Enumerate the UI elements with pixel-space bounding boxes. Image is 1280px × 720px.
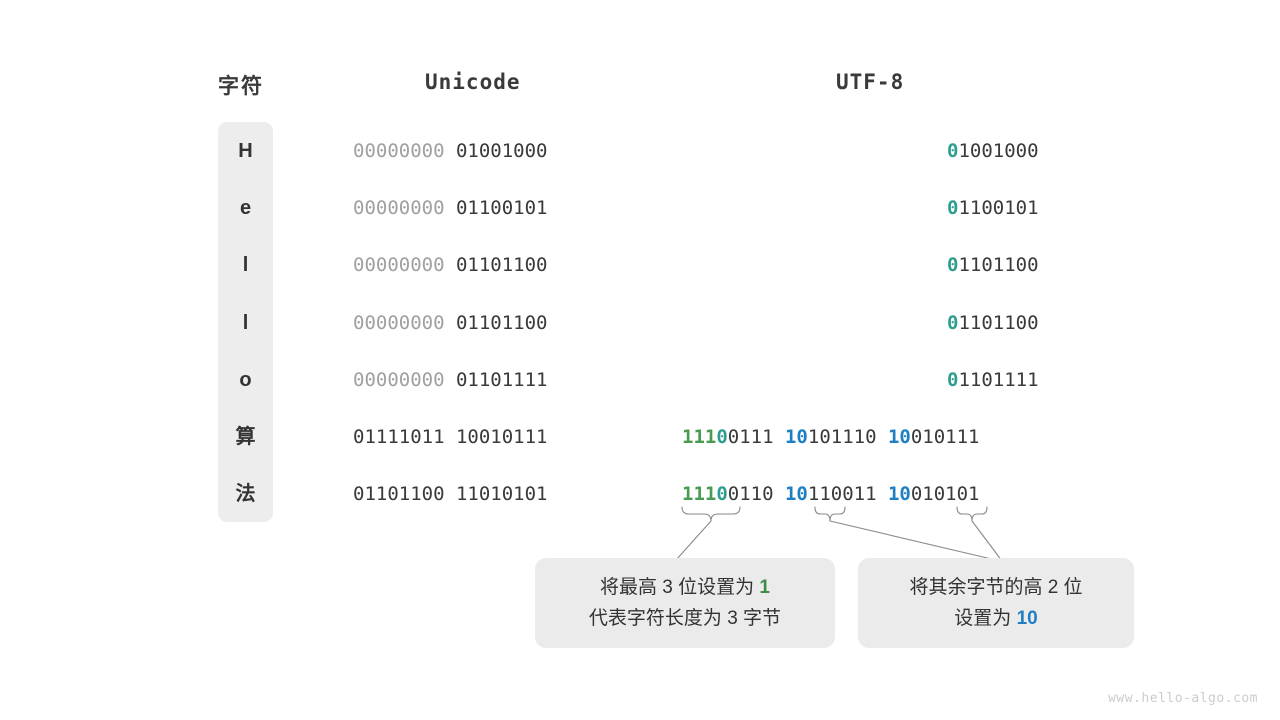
callout-text-plain: 将最高 3 位设置为 xyxy=(600,577,760,598)
unicode-value: 00000000 01101111 xyxy=(353,368,547,392)
utf8-value: 11100110 10110011 10010101 xyxy=(682,482,979,506)
utf8-bit-group-dark: 1101111 xyxy=(958,368,1039,391)
callout-text-plain: 设置为 xyxy=(954,608,1017,629)
unicode-value: 00000000 01101100 xyxy=(353,253,547,277)
utf8-bit-group-teal: 0 xyxy=(947,140,959,162)
unicode-value: 00000000 01100101 xyxy=(353,196,547,220)
callout-text-blue: 10 xyxy=(1016,608,1038,629)
callout-line: 设置为 10 xyxy=(954,603,1037,634)
brace-cont-byte-2 xyxy=(956,506,988,522)
utf8-bit-group-teal: 0 xyxy=(716,426,728,448)
callout-text-plain: 将其余字节的高 2 位 xyxy=(909,577,1083,598)
callout-text-plain: 代表字符长度为 3 字节 xyxy=(588,608,782,629)
column-header-char: 字符 xyxy=(218,74,264,98)
unicode-padding-bits: 00000000 xyxy=(353,197,456,220)
utf8-value: 01100101 xyxy=(947,196,1039,220)
callout-line: 将其余字节的高 2 位 xyxy=(909,572,1082,603)
utf8-bit-group-blue: 10 xyxy=(784,426,808,448)
utf8-bit-group-dark: 0110 xyxy=(727,483,785,506)
callout-lead-byte: 将最高 3 位设置为 1 代表字符长度为 3 字节 xyxy=(535,558,835,648)
unicode-value: 00000000 01101100 xyxy=(353,311,547,335)
char-cell: 算 xyxy=(235,426,256,448)
char-cell: 法 xyxy=(235,483,256,506)
column-header-unicode: Unicode xyxy=(425,70,521,94)
utf8-value: 11100111 10101110 10010111 xyxy=(682,425,979,449)
unicode-padding-bits: 00000000 xyxy=(353,254,456,277)
utf8-bit-group-blue: 10 xyxy=(784,483,808,506)
utf8-bit-group-dark: 010111 xyxy=(910,426,980,448)
utf8-bit-group-teal: 0 xyxy=(947,197,959,220)
utf8-bit-group-green: 111 xyxy=(682,426,717,448)
char-cell: l xyxy=(242,254,249,277)
utf8-bit-group-teal: 0 xyxy=(947,311,959,334)
callout-line: 将最高 3 位设置为 1 xyxy=(600,572,770,603)
brace-lead-byte xyxy=(681,506,741,522)
char-cell: e xyxy=(239,197,252,220)
unicode-code-bits: 01101100 xyxy=(455,254,548,277)
unicode-padding-bits: 00000000 xyxy=(353,368,456,391)
utf8-value: 01001000 xyxy=(947,139,1039,163)
utf8-value: 01101100 xyxy=(947,253,1039,277)
utf8-bit-group-dark: 0111 xyxy=(727,426,785,448)
unicode-code-bits: 01101100 11010101 xyxy=(353,483,548,506)
utf8-bit-group-green: 111 xyxy=(682,483,717,506)
utf8-bit-group-blue: 10 xyxy=(887,483,911,506)
unicode-code-bits: 01101111 xyxy=(455,368,548,391)
unicode-code-bits: 01111011 10010111 xyxy=(353,426,548,448)
unicode-value: 01101100 11010101 xyxy=(353,482,547,506)
unicode-code-bits: 01100101 xyxy=(455,197,548,220)
char-cell: o xyxy=(239,368,252,391)
unicode-code-bits: 01001000 xyxy=(455,140,548,162)
char-cell: l xyxy=(242,311,249,334)
utf8-bit-group-dark: 1101100 xyxy=(958,254,1039,277)
char-column-panel xyxy=(218,122,273,522)
watermark: www.hello-algo.com xyxy=(1108,691,1258,706)
utf8-value: 01101111 xyxy=(947,368,1039,392)
utf8-bit-group-dark: 1100101 xyxy=(958,197,1039,220)
utf8-bit-group-teal: 0 xyxy=(947,254,959,277)
utf8-bit-group-dark: 010101 xyxy=(910,483,980,506)
callout-text-green: 1 xyxy=(759,577,770,598)
utf8-bit-group-dark: 1101100 xyxy=(958,311,1039,334)
leader-line-2 xyxy=(829,520,1001,562)
brace-cont-byte-1 xyxy=(814,506,846,522)
callout-line: 代表字符长度为 3 字节 xyxy=(589,603,781,634)
column-header-utf8: UTF-8 xyxy=(836,70,905,94)
callout-continuation-byte: 将其余字节的高 2 位设置为 10 xyxy=(858,558,1134,648)
unicode-code-bits: 01101100 xyxy=(455,311,548,334)
leader-line-1 xyxy=(675,520,712,561)
leader-line-3 xyxy=(971,520,1003,562)
utf8-bit-group-teal: 0 xyxy=(716,483,728,506)
utf8-value: 01101100 xyxy=(947,311,1039,335)
unicode-value: 01111011 10010111 xyxy=(353,425,547,449)
utf8-bit-group-dark: 110011 xyxy=(807,483,888,506)
utf8-bit-group-teal: 0 xyxy=(947,368,959,391)
utf8-bit-group-dark: 1001000 xyxy=(958,140,1039,162)
unicode-value: 00000000 01001000 xyxy=(353,139,547,163)
char-cell: H xyxy=(238,140,253,162)
utf8-bit-group-blue: 10 xyxy=(887,426,911,448)
unicode-padding-bits: 00000000 xyxy=(353,311,456,334)
utf8-bit-group-dark: 101110 xyxy=(807,426,888,448)
unicode-padding-bits: 00000000 xyxy=(353,140,456,162)
